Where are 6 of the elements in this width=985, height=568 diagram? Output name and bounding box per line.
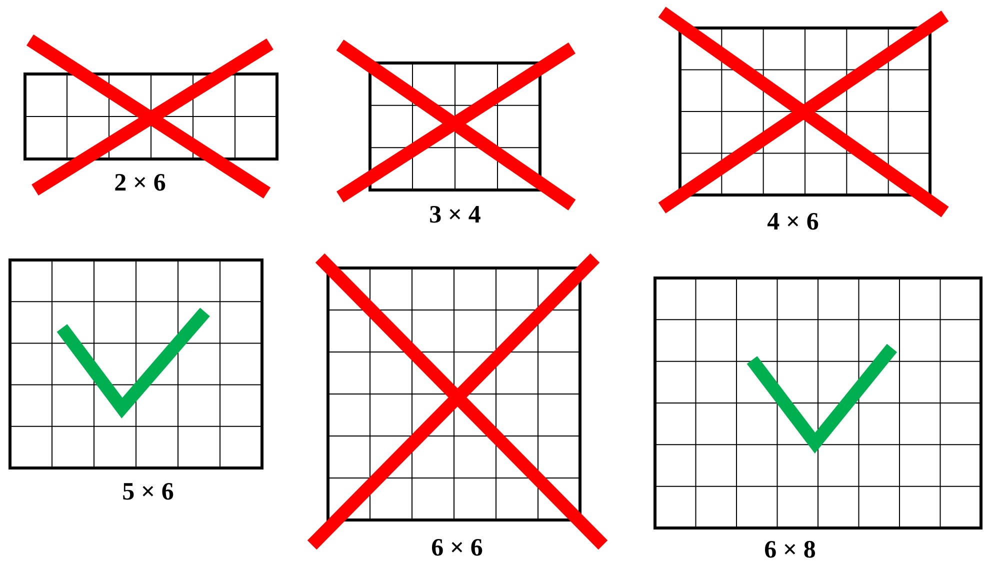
grid-size-label: 3 × 4	[429, 202, 481, 228]
grid-size-label: 6 × 8	[764, 538, 816, 562]
grid-size-label: 2 × 6	[114, 170, 166, 196]
grid-size-label: 4 × 6	[767, 210, 819, 234]
grid-size-label: 6 × 6	[431, 536, 483, 560]
grid-size-label: 5 × 6	[122, 480, 174, 504]
